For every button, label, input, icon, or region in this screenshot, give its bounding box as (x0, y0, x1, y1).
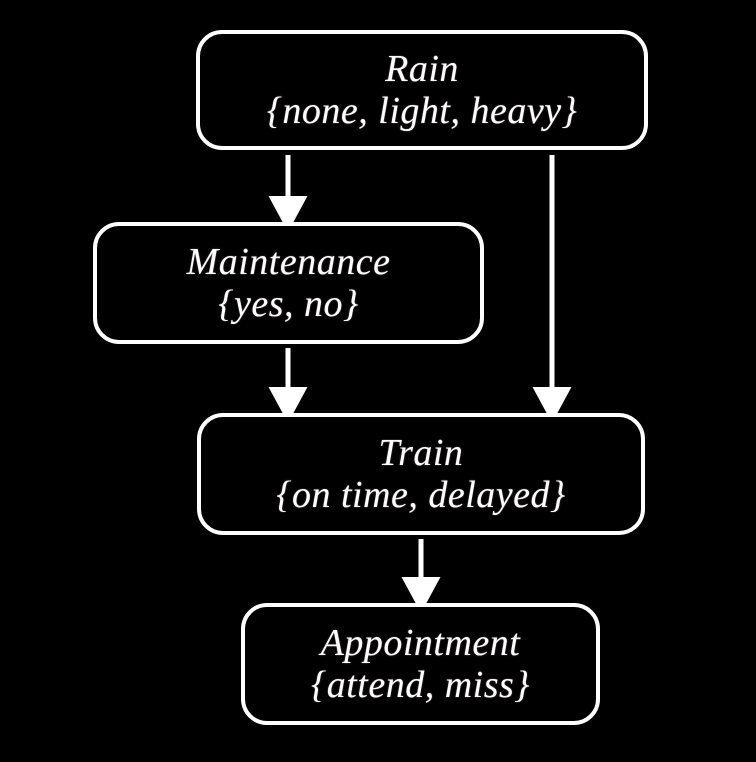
node-maintenance[interactable]: Maintenance {yes, no} (93, 222, 484, 344)
node-rain[interactable]: Rain {none, light, heavy} (196, 30, 648, 150)
node-maintenance-label: Maintenance (186, 240, 391, 283)
node-appointment-domain: {attend, miss} (311, 664, 530, 706)
node-maintenance-domain: {yes, no} (218, 283, 359, 325)
node-appointment[interactable]: Appointment {attend, miss} (241, 603, 600, 725)
node-train[interactable]: Train {on time, delayed} (197, 413, 645, 535)
node-train-domain: {on time, delayed} (276, 474, 566, 516)
node-appointment-label: Appointment (320, 621, 521, 664)
node-rain-label: Rain (385, 47, 459, 90)
node-train-label: Train (378, 431, 464, 474)
node-rain-domain: {none, light, heavy} (266, 90, 578, 132)
